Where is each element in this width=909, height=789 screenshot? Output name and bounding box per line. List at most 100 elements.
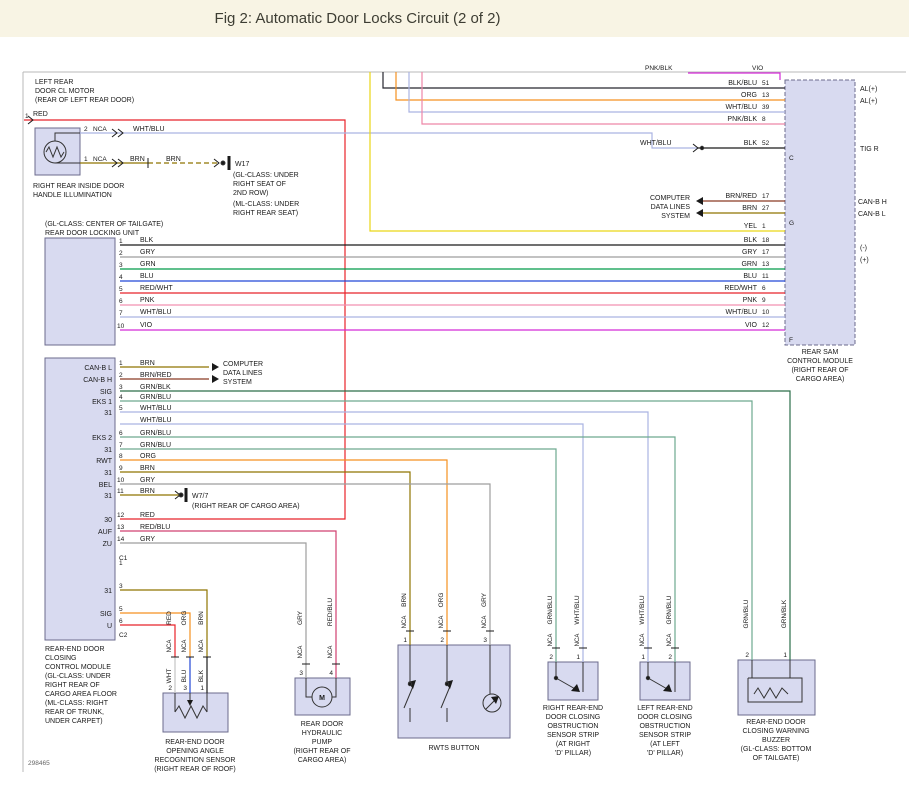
- diagram-label: 13: [762, 92, 770, 99]
- illum-filament: [45, 145, 65, 159]
- diagram-label: 31: [104, 410, 112, 417]
- pump-stub-left: [305, 678, 312, 698]
- illum-stub-top: [54, 132, 80, 141]
- diagram-label: BRN: [166, 156, 181, 163]
- diagram-label: RIGHT SEAT OF: [233, 181, 286, 188]
- diagram-label: EKS 2: [92, 435, 112, 442]
- diagram-label: 14: [117, 536, 125, 543]
- diagram-label: M: [319, 695, 325, 702]
- diagram-label: 1: [25, 113, 29, 120]
- diagram-label: (GL-CLASS: CENTER OF TAILGATE): [45, 221, 163, 228]
- diagram-label: CONTROL MODULE: [45, 664, 111, 671]
- diagram-label: BRN: [140, 488, 155, 495]
- diagram-label: REAR SAM: [802, 349, 839, 356]
- diagram-label: GRN/BLK: [140, 384, 171, 391]
- wire-whtblu-31b: [120, 423, 584, 662]
- opening-angle-sensor-box: [162, 692, 229, 733]
- diagram-label: 1: [200, 685, 204, 692]
- diagram-label: CARGO AREA): [298, 757, 347, 764]
- diagram-label: HANDLE ILLUMINATION: [33, 192, 112, 199]
- buzzer-element: [753, 687, 789, 699]
- diagram-label: NCA: [402, 616, 408, 629]
- wire-red-c2: [120, 624, 176, 657]
- diagram-label: ORG: [140, 453, 156, 460]
- hydraulic-pump-box: [294, 677, 351, 716]
- diagram-label: 2: [119, 250, 123, 257]
- diagram-label: GRN/BLK: [781, 599, 788, 628]
- diagram-label: 3: [119, 583, 123, 590]
- diagram-label: 8: [762, 116, 766, 123]
- diagram-label: BLK: [140, 237, 154, 244]
- figure-title: Fig 2: Automatic Door Locks Circuit (2 o…: [214, 10, 501, 27]
- diagram-label: BLU: [181, 669, 188, 682]
- connector-chevron: [117, 158, 124, 168]
- wire-gry-bel: [120, 483, 491, 645]
- diagram-label: (RIGHT REAR OF: [791, 367, 848, 374]
- diagram-label: NCA: [167, 640, 173, 653]
- diagram-label: VIO: [745, 322, 758, 329]
- wire-gry-zu: [120, 542, 307, 678]
- diagram-label: CLOSING WARNING: [742, 728, 809, 735]
- wire-whtblu-39: [408, 72, 785, 113]
- led-arrowhead: [491, 696, 499, 704]
- diagram-label: CONTROL MODULE: [787, 358, 853, 365]
- diagram-label: WHT/BLU: [133, 126, 165, 133]
- diagram-label: CARGO AREA): [796, 376, 845, 383]
- junction-dot: [699, 145, 705, 151]
- wire-grnblu-eks1: [120, 400, 753, 660]
- warning-buzzer-box: [737, 659, 816, 716]
- diagram-label: VIO: [752, 65, 763, 72]
- diagram-label: BLK: [198, 669, 205, 682]
- diagram-label: REAR-END DOOR: [746, 719, 806, 726]
- diagram-label: 4: [329, 670, 333, 677]
- diagram-label: 7: [119, 442, 123, 449]
- diagram-label: 13: [117, 524, 125, 531]
- diagram-label: CAN-B H: [83, 377, 112, 384]
- diagram-label: RED: [140, 512, 155, 519]
- diagram-label: 9: [119, 465, 123, 472]
- diagram-label: REAR-END DOOR: [45, 646, 105, 653]
- diagram-label: SIG: [100, 389, 112, 396]
- connector-chevron: [692, 143, 699, 153]
- diagram-label: BUZZER: [762, 737, 790, 744]
- diagram-label: WHT: [166, 669, 173, 684]
- diagram-label: 51: [762, 80, 770, 87]
- diagram-label: OBSTRUCTION: [548, 723, 599, 730]
- arrow-right-icon: [212, 363, 219, 371]
- diagram-label: VIO: [140, 322, 153, 329]
- diagram-label: WHT/BLU: [726, 309, 758, 316]
- diagram-label: 1: [403, 637, 407, 644]
- diagram-label: NCA: [199, 640, 205, 653]
- diagram-label: 12: [117, 512, 125, 519]
- diagram-label: 3: [119, 262, 123, 269]
- arrow-right-icon: [212, 375, 219, 383]
- wire-grnblu-eks2: [120, 436, 676, 662]
- diagram-label: 1: [641, 654, 645, 661]
- diagram-label: (AT LEFT: [650, 741, 680, 748]
- diagram-label: WHT/BLU: [640, 140, 672, 147]
- illumination-lamp-symbol: [43, 140, 67, 164]
- diagram-label: NCA: [439, 616, 445, 629]
- diagram-label: PNK: [743, 297, 758, 304]
- diagram-label: CARGO AREA FLOOR: [45, 691, 117, 698]
- diagram-label: 18: [762, 237, 770, 244]
- diagram-label: ORG: [181, 611, 188, 626]
- diagram-label: DOOR CLOSING: [638, 714, 692, 721]
- diagram-label: C2: [119, 632, 128, 639]
- diagram-label: DOOR CL MOTOR: [35, 88, 95, 95]
- diagram-label: 5: [119, 606, 123, 613]
- diagram-label: AUF: [98, 529, 112, 536]
- wire-org-c2: [120, 612, 191, 657]
- diagram-label: SENSOR STRIP: [547, 732, 599, 739]
- diagram-label: 12: [762, 322, 770, 329]
- diagram-label: BLU: [743, 273, 757, 280]
- diagram-label: AL(+): [860, 86, 877, 93]
- diagram-label: 10: [117, 477, 125, 484]
- diagram-label: NCA: [575, 634, 581, 647]
- diagram-label: REAR DOOR LOCKING UNIT: [45, 230, 140, 237]
- arrow-left-icon: [696, 209, 703, 217]
- diagram-label: 2: [119, 372, 123, 379]
- diagram-label: ZU: [103, 541, 112, 548]
